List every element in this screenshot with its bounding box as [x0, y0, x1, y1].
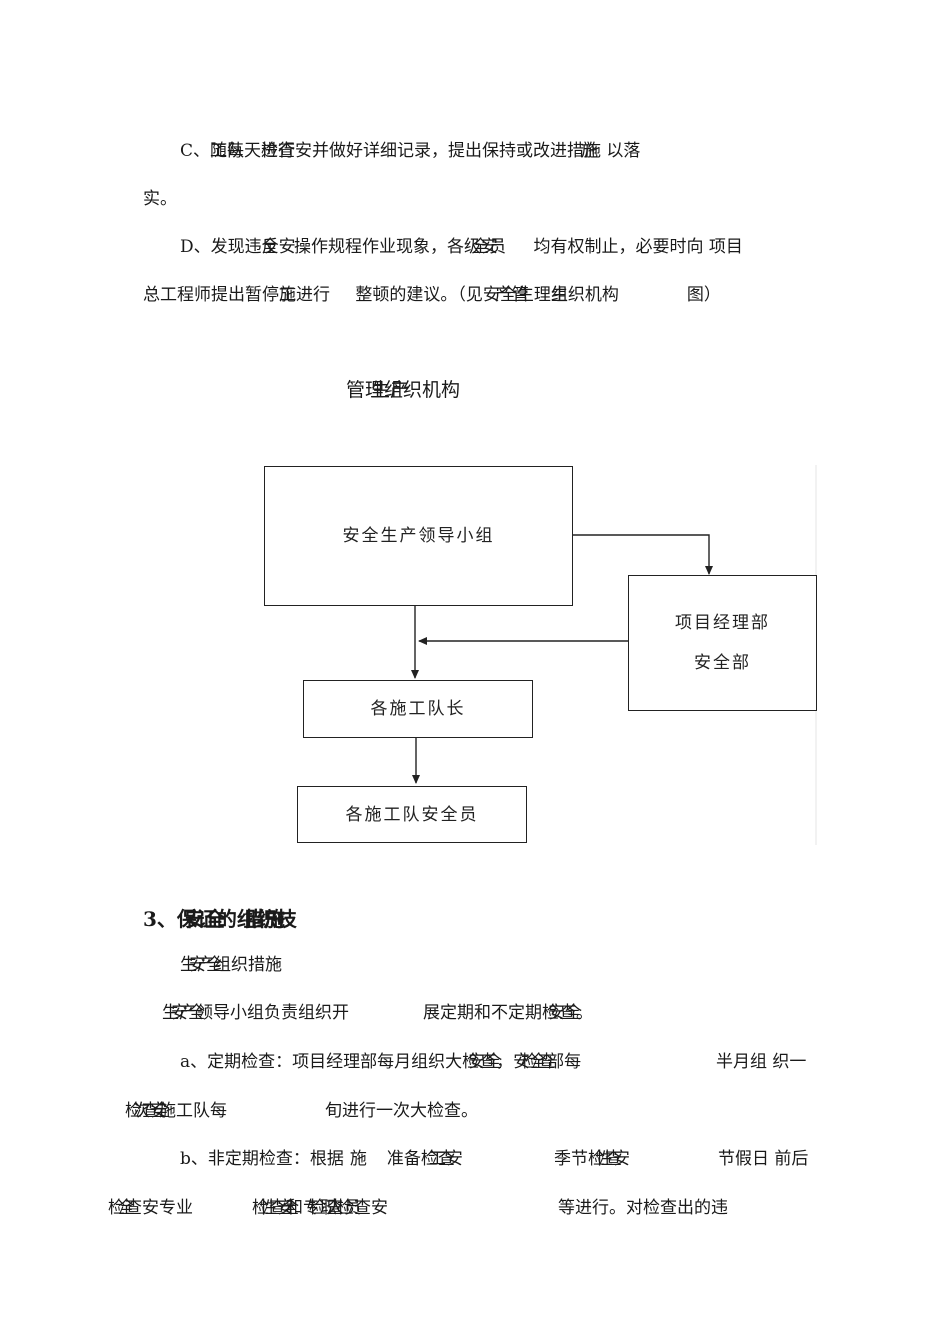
para-d-line2: 总工程师提出暂停施工进行 整顿的建议。（见安全生产管理组生织机构图） — [143, 285, 721, 305]
section-3-heading: 3、保证安全的组织措施技 — [143, 907, 297, 931]
team-leaders-box: 各施工队长 — [303, 680, 533, 738]
para-c-line2: 实。 — [143, 189, 177, 209]
para-b-line1-mid: 季节检查性安 — [554, 1149, 630, 1169]
team-safety-officers-box: 各施工队安全员 — [297, 786, 527, 843]
para-b-line2-end: 等进行。对检查出的违 — [558, 1198, 728, 1218]
para-b-line2: 检查全安专业 — [108, 1198, 193, 1218]
para-b-line2-mid: 检查性安和全专职检查检查人员安 — [252, 1198, 388, 1218]
para-b-line1: b、非定期检查：根据施准备检查工安 — [180, 1149, 463, 1169]
project-dept-box: 项目经理部安全部 — [628, 575, 817, 711]
para-b-line1-end: 节假日 前后 — [718, 1149, 809, 1169]
para-d-line1: D、发现违反全安 操作规程作业现象，各级安全员 均有权制止，必要时向 项目 — [180, 237, 743, 257]
org-chart-title: 管理组生产织机构 — [346, 379, 461, 401]
para-a-line2-end: 旬进行一次大检查。 — [325, 1101, 478, 1121]
leader-group-box: 安全生产领导小组 — [264, 466, 573, 606]
para-c-line1: C、随工队每天进行检查安并做好详细记录，提出保持或改进措施施 以落 — [180, 141, 641, 161]
para-a-line1: a、定期检查：项目经理部每月组织大检查安全，安全部检查每 — [180, 1052, 582, 1072]
para-a-line2: 检查次安施工队全每 — [125, 1101, 227, 1121]
para-a-line1-end: 半月组 织一 — [716, 1052, 807, 1072]
sub-heading: 生产组安全织措施 — [180, 955, 282, 975]
para-intro: 生产领安全导小组负责组织开展定期和不定期检查安全。 — [162, 1003, 593, 1023]
